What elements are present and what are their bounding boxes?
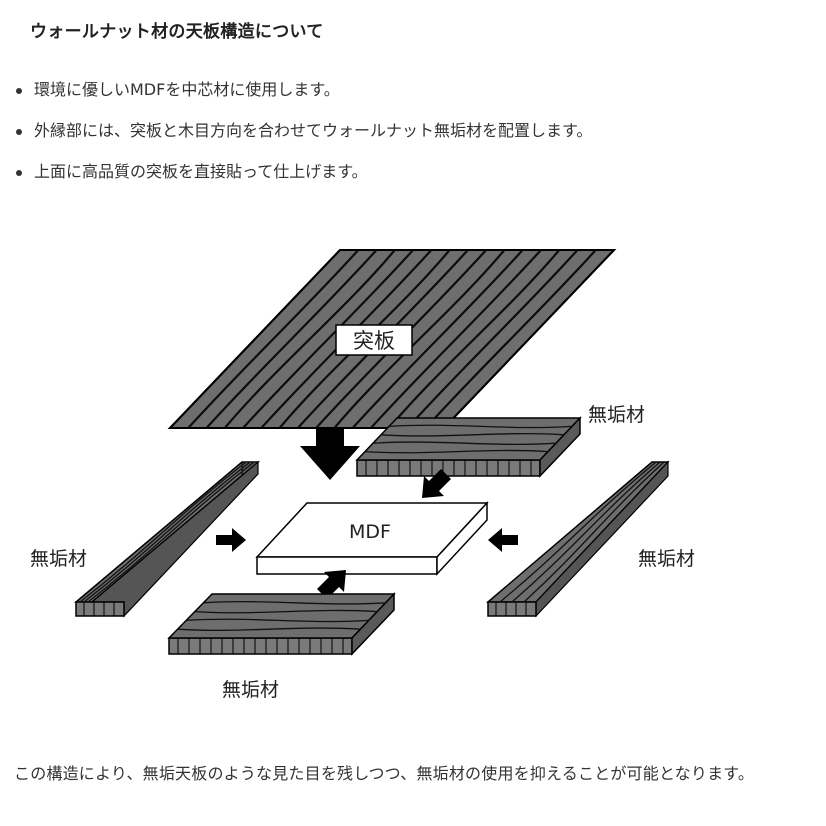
solid-wood-label-bottom: 無垢材 [222,679,279,701]
bullet-dot-icon [16,129,22,135]
solid-wood-label-left: 無垢材 [30,548,87,570]
page-heading: ウォールナット材の天板構造について [30,22,324,42]
tabletop-structure-diagram: 突板 無垢材 無垢材 無垢材 MDF [30,249,695,701]
arrow-right-icon [216,528,246,552]
arrow-left-icon [488,528,518,552]
list-item: 環境に優しいMDFを中芯材に使用します。 [16,78,340,102]
solid-wood-bottom-piece [167,592,396,656]
mdf-core: MDF [255,501,489,576]
mdf-label: MDF [349,521,391,543]
bullet-dot-icon [16,88,22,94]
solid-wood-label-top: 無垢材 [588,404,645,426]
veneer-panel: 突板 [167,249,617,429]
list-item-text: 上面に高品質の突板を直接貼って仕上げます。 [34,162,368,181]
list-item-text: 外縁部には、突板と木目方向を合わせてウォールナット無垢材を配置します。 [34,121,593,140]
solid-wood-top-piece [355,416,582,478]
solid-wood-right-piece [485,460,670,618]
arrow-up-right-icon [317,570,346,599]
summary-caption: この構造により、無垢天板のような見た目を残しつつ、無垢材の使用を抑えることが可能… [14,764,755,783]
list-item: 外縁部には、突板と木目方向を合わせてウォールナット無垢材を配置します。 [16,119,592,143]
solid-wood-label-right: 無垢材 [638,548,695,570]
solid-wood-left-piece [73,460,261,618]
bullet-dot-icon [16,170,22,176]
list-item-text: 環境に優しいMDFを中芯材に使用します。 [34,80,340,99]
down-arrow-icon [300,428,360,480]
list-item: 上面に高品質の突板を直接貼って仕上げます。 [16,160,368,184]
arrow-down-left-icon [422,469,451,498]
veneer-label: 突板 [353,329,395,353]
